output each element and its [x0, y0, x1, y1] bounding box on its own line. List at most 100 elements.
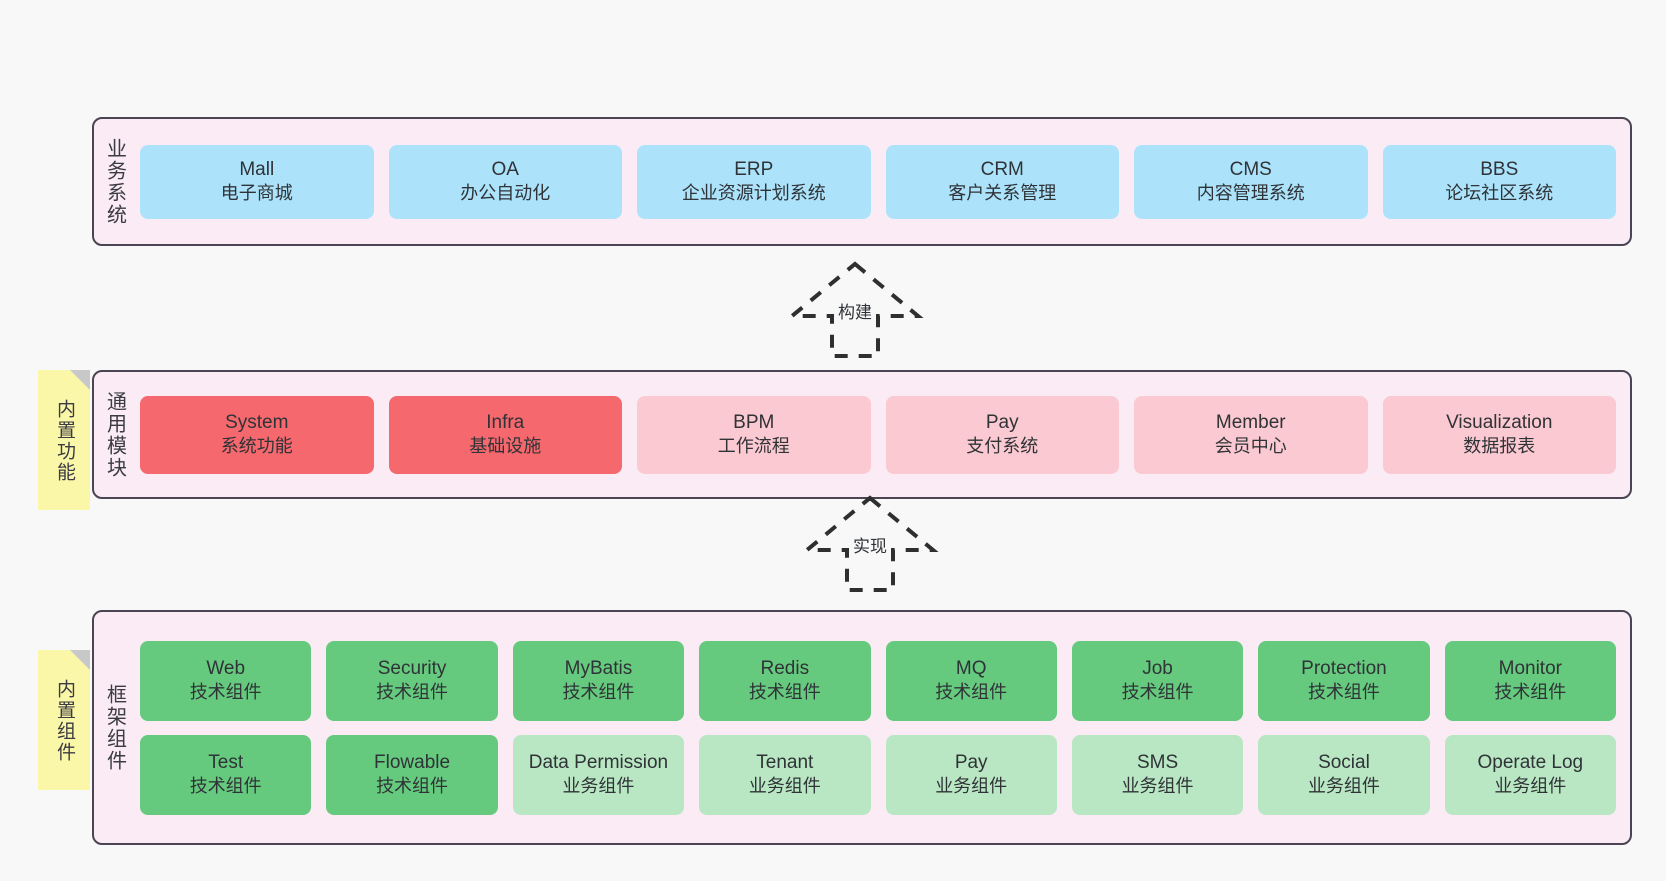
- layer-title-business-system: 业务系统: [103, 137, 126, 226]
- module-card-web[interactable]: Web 技术组件: [140, 640, 312, 721]
- module-card-flowable[interactable]: Flowable 技术组件: [326, 734, 498, 815]
- module-card-subtitle: 技术组件: [189, 776, 262, 797]
- module-card-title: CMS: [1229, 158, 1272, 180]
- layer-framework-component: 框架组件 Web 技术组件 Security 技术组件 MyBatis 技术组件…: [92, 610, 1632, 845]
- connector-build: 构建: [770, 256, 940, 361]
- module-card-title: Security: [377, 657, 447, 679]
- module-card-protection[interactable]: Protection 技术组件: [1258, 640, 1430, 721]
- module-card-title: BPM: [733, 411, 775, 433]
- module-card-infra[interactable]: Infra 基础设施: [388, 395, 622, 474]
- module-card-social[interactable]: Social 业务组件: [1258, 734, 1430, 815]
- module-card-visualization[interactable]: Visualization 数据报表: [1382, 395, 1616, 474]
- module-card-cms[interactable]: CMS 内容管理系统: [1134, 144, 1368, 219]
- module-card-subtitle: 技术组件: [562, 682, 635, 703]
- module-card-title: OA: [491, 158, 519, 180]
- module-card-mybatis[interactable]: MyBatis 技术组件: [512, 640, 685, 721]
- module-card-subtitle: 基础设施: [469, 436, 542, 457]
- module-card-pay-business[interactable]: Pay 业务组件: [885, 734, 1057, 815]
- module-card-redis[interactable]: Redis 技术组件: [699, 640, 871, 721]
- module-card-title: System: [225, 411, 289, 433]
- sticky-note-label: 内置组件: [53, 679, 75, 763]
- module-card-crm[interactable]: CRM 客户关系管理: [885, 144, 1119, 219]
- module-card-bbs[interactable]: BBS 论坛社区系统: [1382, 144, 1616, 219]
- module-card-mall[interactable]: Mall 电子商城: [140, 144, 374, 219]
- module-card-title: CRM: [980, 158, 1024, 180]
- module-card-subtitle: 办公自动化: [460, 183, 551, 204]
- module-card-title: ERP: [734, 158, 774, 180]
- module-card-subtitle: 技术组件: [376, 682, 449, 703]
- module-card-subtitle: 技术组件: [1307, 682, 1380, 703]
- module-card-tenant[interactable]: Tenant 业务组件: [699, 734, 871, 815]
- module-card-title: Mall: [239, 158, 275, 180]
- module-card-member[interactable]: Member 会员中心: [1134, 395, 1368, 474]
- connector-label: 实现: [853, 537, 887, 556]
- module-card-operate-log[interactable]: Operate Log 业务组件: [1444, 734, 1616, 815]
- module-card-title: Protection: [1301, 657, 1387, 679]
- module-card-title: Social: [1318, 751, 1370, 773]
- module-card-title: Flowable: [374, 751, 451, 773]
- module-card-title: Job: [1142, 657, 1173, 679]
- connector-implement: 实现: [785, 490, 955, 595]
- module-card-pay[interactable]: Pay 支付系统: [885, 395, 1119, 474]
- module-card-title: Pay: [985, 411, 1019, 433]
- module-card-system[interactable]: System 系统功能: [140, 395, 374, 474]
- module-card-subtitle: 企业资源计划系统: [681, 183, 826, 204]
- layer-row: Web 技术组件 Security 技术组件 MyBatis 技术组件 Redi…: [140, 640, 1616, 721]
- module-card-title: Monitor: [1498, 657, 1562, 679]
- module-card-mq[interactable]: MQ 技术组件: [885, 640, 1057, 721]
- module-card-test[interactable]: Test 技术组件: [140, 734, 312, 815]
- layer-row: System 系统功能 Infra 基础设施 BPM 工作流程 Pay 支付系统…: [140, 395, 1616, 474]
- module-card-title: Operate Log: [1477, 751, 1584, 773]
- module-card-subtitle: 系统功能: [220, 436, 293, 457]
- layer-body-business-system: Mall 电子商城 OA 办公自动化 ERP 企业资源计划系统 CRM 客户关系…: [134, 119, 1630, 244]
- module-card-title: BBS: [1480, 158, 1519, 180]
- module-card-subtitle: 技术组件: [748, 682, 821, 703]
- connector-label: 构建: [838, 303, 872, 322]
- module-card-title: Infra: [486, 411, 525, 433]
- module-card-subtitle: 论坛社区系统: [1445, 183, 1554, 204]
- module-card-sms[interactable]: SMS 业务组件: [1071, 734, 1244, 815]
- module-card-oa[interactable]: OA 办公自动化: [388, 144, 622, 219]
- layer-business-system: 业务系统 Mall 电子商城 OA 办公自动化 ERP 企业资源计划系统 CRM…: [92, 117, 1632, 246]
- module-card-subtitle: 业务组件: [1121, 776, 1194, 797]
- module-card-title: Visualization: [1446, 411, 1553, 433]
- layer-body-framework-component: Web 技术组件 Security 技术组件 MyBatis 技术组件 Redi…: [134, 612, 1630, 843]
- layer-common-module: 通用模块 System 系统功能 Infra 基础设施 BPM 工作流程 Pay…: [92, 370, 1632, 499]
- module-card-subtitle: 技术组件: [189, 682, 262, 703]
- module-card-subtitle: 会员中心: [1214, 436, 1287, 457]
- module-card-subtitle: 业务组件: [748, 776, 821, 797]
- module-card-subtitle: 技术组件: [1121, 682, 1194, 703]
- module-card-bpm[interactable]: BPM 工作流程: [637, 395, 871, 474]
- module-card-title: Web: [206, 657, 246, 679]
- sticky-note-builtin-function: 内置功能: [38, 370, 90, 510]
- sticky-note-builtin-component: 内置组件: [38, 650, 90, 790]
- module-card-title: MQ: [955, 657, 987, 679]
- module-card-subtitle: 业务组件: [935, 776, 1008, 797]
- layer-row: Mall 电子商城 OA 办公自动化 ERP 企业资源计划系统 CRM 客户关系…: [140, 144, 1616, 219]
- module-card-title: Pay: [954, 751, 988, 773]
- module-card-subtitle: 业务组件: [562, 776, 635, 797]
- layer-title-common-module: 通用模块: [103, 390, 126, 479]
- module-card-security[interactable]: Security 技术组件: [326, 640, 498, 721]
- module-card-title: Test: [208, 751, 244, 773]
- module-card-title: Tenant: [756, 751, 814, 773]
- module-card-subtitle: 数据报表: [1463, 436, 1536, 457]
- module-card-erp[interactable]: ERP 企业资源计划系统: [637, 144, 871, 219]
- module-card-subtitle: 客户关系管理: [948, 183, 1057, 204]
- module-card-monitor[interactable]: Monitor 技术组件: [1444, 640, 1616, 721]
- module-card-subtitle: 业务组件: [1307, 776, 1380, 797]
- layer-row: Test 技术组件 Flowable 技术组件 Data Permission …: [140, 734, 1616, 815]
- module-card-title: Data Permission: [528, 751, 669, 773]
- module-card-title: SMS: [1136, 751, 1179, 773]
- module-card-subtitle: 技术组件: [376, 776, 449, 797]
- module-card-subtitle: 工作流程: [717, 436, 790, 457]
- module-card-subtitle: 技术组件: [935, 682, 1008, 703]
- module-card-title: Redis: [760, 657, 810, 679]
- module-card-title: MyBatis: [564, 657, 633, 679]
- module-card-data-permission[interactable]: Data Permission 业务组件: [512, 734, 685, 815]
- module-card-subtitle: 业务组件: [1494, 776, 1567, 797]
- module-card-job[interactable]: Job 技术组件: [1071, 640, 1244, 721]
- module-card-subtitle: 内容管理系统: [1196, 183, 1305, 204]
- layer-title-framework-component: 框架组件: [103, 683, 126, 772]
